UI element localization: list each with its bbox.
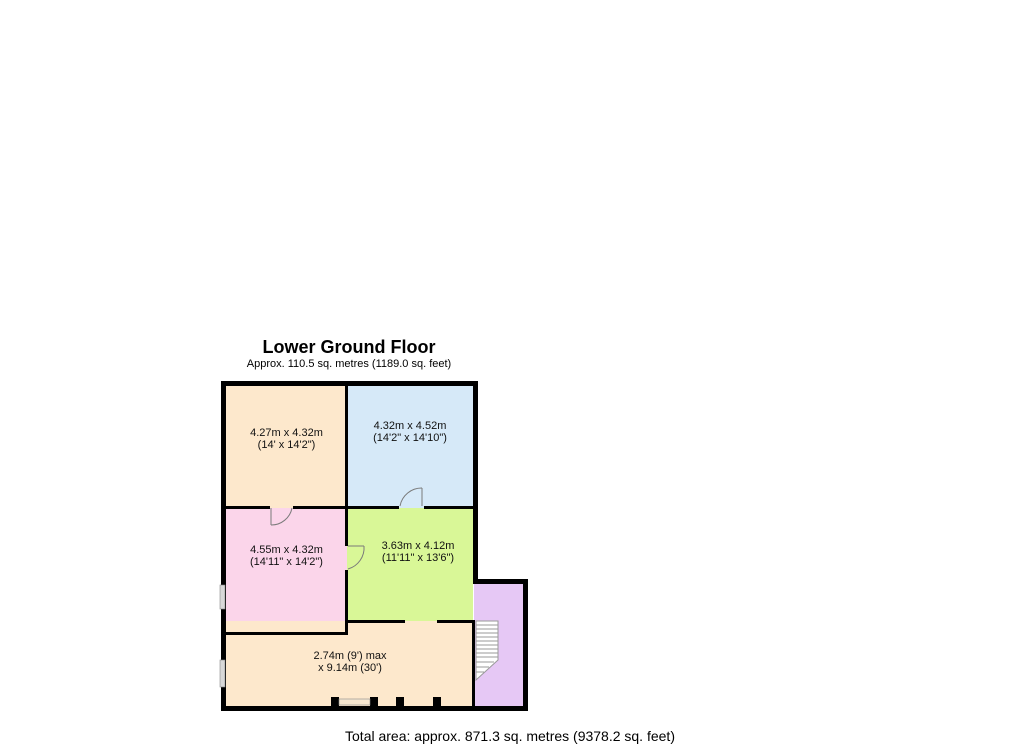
room-middle-left-label: 4.55m x 4.32m (14'11" x 14'2") bbox=[226, 544, 347, 568]
room-dimensions-metric: 2.74m (9') max bbox=[313, 650, 387, 662]
room-dimensions-metric: 4.27m x 4.32m bbox=[250, 427, 323, 439]
room-bottom-label: 2.74m (9') max x 9.14m (30') bbox=[280, 650, 420, 674]
floor-title: Lower Ground Floor bbox=[262, 337, 436, 357]
room-top-left-fill bbox=[226, 386, 347, 508]
windows bbox=[219, 584, 371, 706]
window-icon bbox=[219, 659, 226, 688]
room-bottom-fill bbox=[226, 621, 474, 706]
room-dimensions-metric: 4.55m x 4.32m bbox=[250, 544, 323, 556]
room-top-left-label: 4.27m x 4.32m (14' x 14'2") bbox=[226, 427, 347, 451]
door-icon bbox=[399, 487, 423, 507]
room-dimensions-imperial: x 9.14m (30') bbox=[318, 662, 382, 674]
room-dimensions-imperial: (14' x 14'2") bbox=[257, 439, 316, 451]
staircase-icon bbox=[475, 620, 499, 682]
door-icon bbox=[347, 545, 365, 570]
room-top-right-label: 4.32m x 4.52m (14'2" x 14'10") bbox=[347, 420, 473, 444]
room-middle-right-label: 3.63m x 4.12m (11'11" x 13'6") bbox=[355, 540, 481, 564]
door-icon bbox=[270, 507, 293, 526]
room-dimensions-imperial: (11'11" x 13'6") bbox=[381, 552, 455, 564]
room-top-right-fill bbox=[347, 386, 473, 508]
room-dimensions-metric: 4.32m x 4.52m bbox=[373, 420, 447, 432]
floor-area: Approx. 110.5 sq. metres (1189.0 sq. fee… bbox=[246, 358, 452, 370]
room-dimensions-metric: 3.63m x 4.12m bbox=[381, 540, 455, 552]
room-dimensions-imperial: (14'2" x 14'10") bbox=[373, 432, 447, 444]
room-dimensions-imperial: (14'11" x 14'2") bbox=[250, 556, 323, 568]
window-icon bbox=[338, 698, 371, 706]
outer-walls bbox=[221, 381, 528, 711]
room-middle-left-fill bbox=[226, 508, 347, 633]
doors bbox=[270, 487, 423, 570]
window-icon bbox=[219, 584, 226, 610]
room-middle-right-fill bbox=[347, 508, 473, 621]
interior-walls bbox=[226, 386, 475, 707]
total-area: Total area: approx. 871.3 sq. metres (93… bbox=[345, 728, 675, 744]
